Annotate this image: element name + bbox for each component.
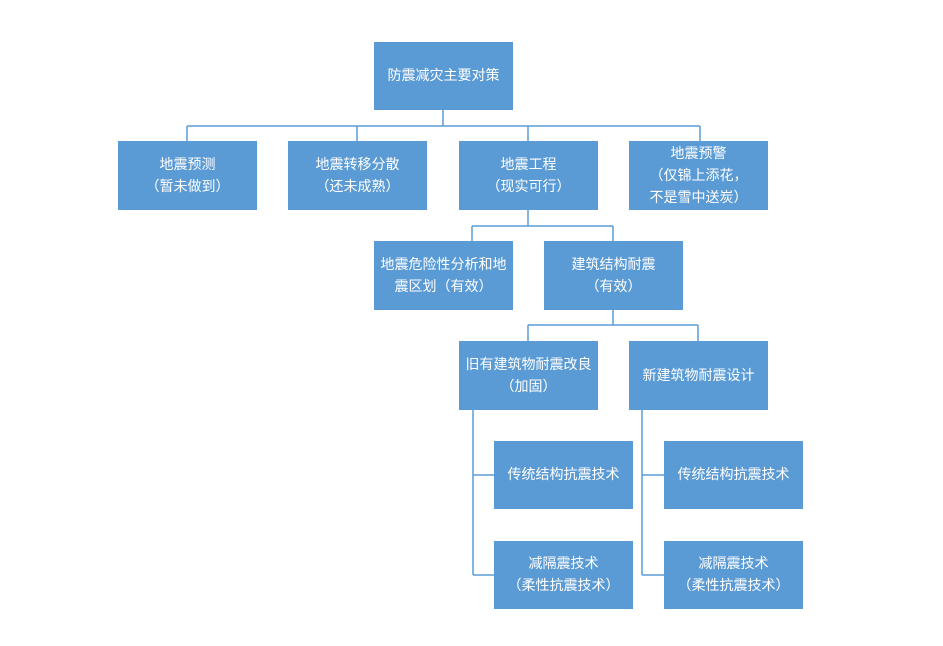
node-text-line: 建筑结构耐震 — [571, 256, 656, 273]
node-text-line: （有效） — [585, 278, 642, 295]
node-text-line: 防震减灾主要对策 — [387, 68, 500, 84]
warning-node: 地震预警 （仅锦上添花， 不是雪中送炭） — [629, 141, 768, 210]
structural-node: 建筑结构耐震 （有效） — [544, 241, 683, 310]
connector-structural-to-children — [527, 310, 699, 341]
node-text-line: 新建筑物耐震设计 — [642, 367, 755, 384]
connector-root-to-children — [186, 110, 701, 141]
node-text-line: 地震危险性分析和地 — [380, 256, 507, 273]
retrofit-traditional-node: 传统结构抗震技术 — [494, 441, 633, 509]
node-text-line: 震区划（有效） — [394, 278, 493, 295]
new-isolation-node: 减隔震技术 （柔性抗震技术） — [664, 541, 803, 609]
node-text-line: 地震转移分散 — [315, 156, 400, 173]
connector-retrofit-to-children — [472, 410, 494, 576]
new-traditional-node: 传统结构抗震技术 — [664, 441, 803, 509]
node-text-line: （暂未做到） — [145, 178, 230, 195]
retrofit-node: 旧有建筑物耐震改良 （加固） — [459, 341, 598, 410]
node-text-line: 地震预警 — [670, 145, 727, 162]
node-text-line: 地震预测 — [159, 156, 216, 173]
node-text-line: 地震工程 — [500, 156, 557, 173]
node-text-line: 传统结构抗震技术 — [507, 467, 620, 483]
engineering-node: 地震工程 （现实可行） — [459, 141, 598, 210]
node-text-line: （柔性抗震技术） — [507, 578, 620, 594]
forecast-node: 地震预测 （暂未做到） — [118, 141, 257, 210]
retrofit-isolation-node: 减隔震技术 （柔性抗震技术） — [494, 541, 633, 609]
new-design-node: 新建筑物耐震设计 — [629, 341, 768, 410]
node-text-line: 旧有建筑物耐震改良 — [465, 356, 592, 373]
connector-new-design-to-children — [641, 410, 664, 576]
connector-engineering-to-children — [471, 210, 614, 241]
node-text-line: （柔性抗震技术） — [677, 578, 790, 594]
node-text-line: 传统结构抗震技术 — [677, 467, 790, 483]
node-text-line: （现实可行） — [486, 178, 571, 195]
node-text-line: 不是雪中送炭） — [649, 189, 748, 206]
node-text-line: （还未成熟） — [315, 178, 400, 195]
node-text-line: 减隔震技术 — [698, 556, 769, 572]
node-text-line: 减隔震技术 — [528, 556, 599, 572]
node-text-line: （加固） — [500, 378, 557, 395]
root-node: 防震减灾主要对策 — [374, 42, 513, 110]
hazard-analysis-node: 地震危险性分析和地震区划（有效） — [374, 241, 513, 310]
relocation-node: 地震转移分散 （还未成熟） — [288, 141, 427, 210]
node-text-line: （仅锦上添花， — [649, 167, 748, 184]
